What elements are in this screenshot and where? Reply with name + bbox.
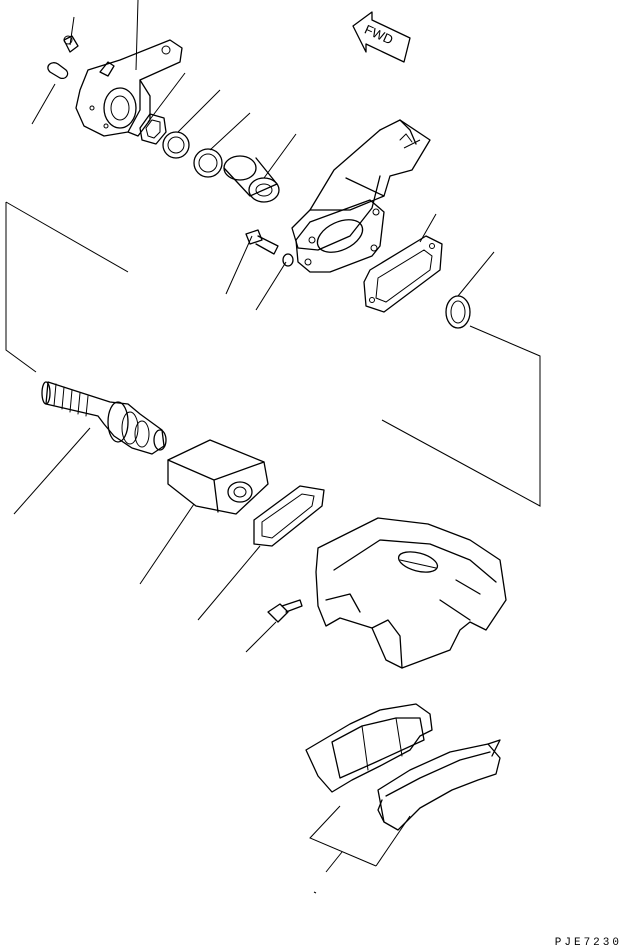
brake-pad-upper (305, 703, 433, 793)
bushing (223, 155, 280, 203)
bleeder-screw (267, 599, 303, 623)
gasket (363, 235, 443, 313)
clip (139, 113, 167, 145)
leader-lines (5, 0, 541, 894)
camshaft (41, 381, 167, 455)
brake-pad-lower (377, 739, 501, 831)
washer-2 (193, 148, 223, 178)
slack-adjuster (75, 39, 183, 137)
drawing-code: PJE7230 (554, 937, 622, 949)
small-washer (282, 253, 294, 267)
fwd-direction-arrow: FWD (352, 11, 411, 63)
caliper-body (315, 517, 507, 669)
grease-nipple (63, 35, 79, 53)
bolt (245, 229, 279, 255)
mounting-bracket (291, 119, 431, 273)
cam-block (167, 439, 269, 515)
seal-ring (445, 295, 471, 329)
oval-seal (253, 485, 325, 547)
snap-ring (47, 62, 69, 80)
washer-1 (162, 131, 190, 159)
